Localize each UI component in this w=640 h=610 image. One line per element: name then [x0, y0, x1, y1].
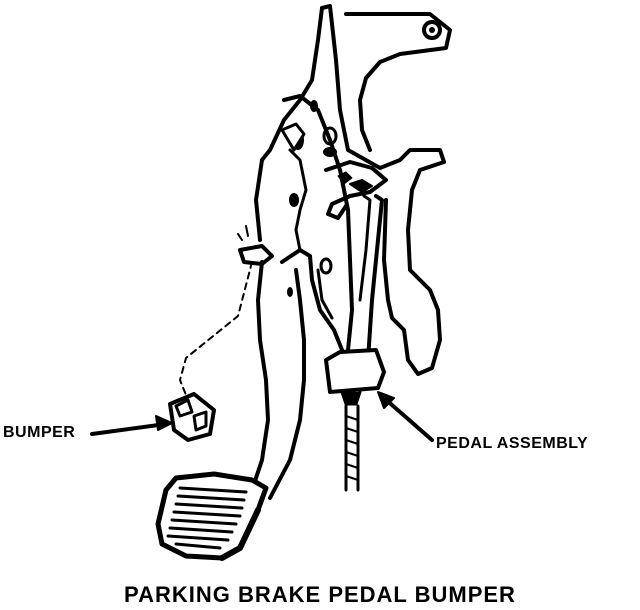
ratchet-mechanism	[324, 160, 388, 362]
pedal-assembly-leader-arrow	[377, 391, 434, 442]
pedal-arm	[250, 248, 344, 500]
exploded-view-dashed-line	[179, 261, 253, 401]
diagram-caption: PARKING BRAKE PEDAL BUMPER	[124, 582, 516, 607]
bumper-part	[168, 392, 216, 442]
pedal-support-plate	[280, 94, 354, 352]
bumper-label: BUMPER	[3, 424, 76, 441]
mounting-bracket	[254, 4, 452, 376]
bumper-leader-arrow	[90, 415, 173, 436]
pedal-assembly-label: PEDAL ASSEMBLY	[436, 435, 589, 452]
pedal-pad	[155, 471, 269, 561]
cable-assembly	[324, 348, 386, 492]
stop-tab	[237, 225, 274, 266]
